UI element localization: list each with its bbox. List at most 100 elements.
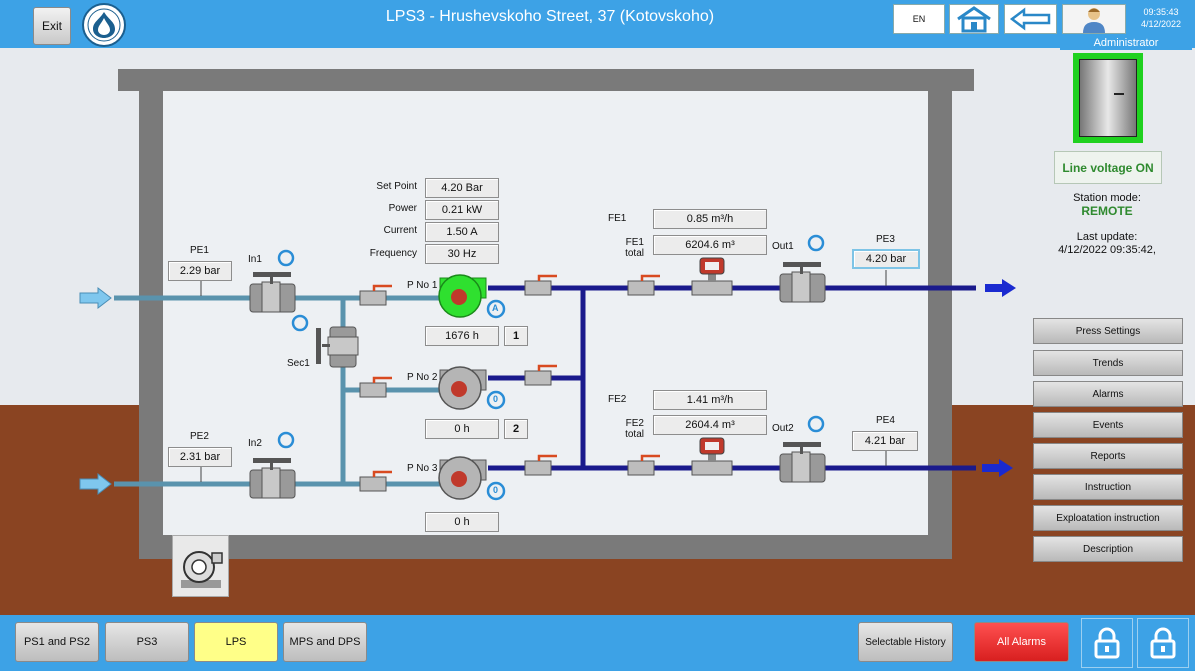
tab-lps[interactable]: LPS — [194, 622, 278, 662]
power-label: Power — [388, 203, 417, 214]
pe3-label: PE3 — [876, 234, 895, 245]
all-alarms-button[interactable]: All Alarms — [974, 622, 1069, 662]
door-icon — [1079, 59, 1137, 137]
pump-1-index: 1 — [504, 326, 528, 346]
top-bar: Exit LPS3 - Hrushevskoho Street, 37 (Kot… — [0, 0, 1195, 48]
clock-date: 4/12/2022 — [1140, 19, 1182, 29]
frequency-label: Frequency — [369, 248, 417, 259]
pe1-value: 2.29 bar — [168, 261, 232, 281]
power-value: 0.21 kW — [425, 200, 499, 220]
building-floor — [139, 535, 952, 559]
fe2-label: FE2 — [608, 394, 627, 405]
fe1-total-value: 6204.6 m³ — [653, 235, 767, 255]
trends-button[interactable]: Trends — [1033, 350, 1183, 376]
current-label: Current — [383, 225, 417, 236]
valve-in1-label[interactable]: In1 — [248, 254, 262, 265]
pump-1-mode: A — [492, 303, 499, 313]
valve-status-icon — [277, 431, 295, 449]
pump-2-mode: 0 — [493, 394, 499, 404]
line-voltage-status: Line voltage ON — [1054, 151, 1162, 184]
fe2-total-label: FE2 total — [625, 418, 644, 440]
station-mode-label: Station mode: — [1073, 192, 1141, 204]
page-title: LPS3 - Hrushevskoho Street, 37 (Kotovsko… — [385, 8, 715, 25]
clock: 09:35:43 4/12/2022 — [1130, 6, 1192, 30]
valve-out2-label[interactable]: Out2 — [772, 423, 794, 434]
instruction-button[interactable]: Instruction — [1033, 474, 1183, 500]
fe2-total-value: 2604.4 m³ — [653, 415, 767, 435]
outlet-arrow-icon — [982, 459, 1013, 477]
back-arrow-icon — [1009, 7, 1050, 31]
pump-3-label[interactable]: P No 3 — [407, 463, 438, 474]
fe1-total-label: FE1 total — [625, 237, 644, 259]
language-button[interactable]: EN — [893, 4, 945, 34]
fe2-value: 1.41 m³/h — [653, 390, 767, 410]
valve-in2-label[interactable]: In2 — [248, 438, 262, 449]
bottom-bar: PS1 and PS2 PS3 LPS MPS and DPS Selectab… — [0, 615, 1195, 671]
clock-time: 09:35:43 — [1143, 7, 1179, 17]
tab-mps-dps[interactable]: MPS and DPS — [283, 622, 367, 662]
pump-1 — [438, 274, 487, 318]
pump-mode-icon — [486, 299, 506, 319]
exploitation-instruction-button[interactable]: Exploatation instruction — [1033, 505, 1183, 531]
alarms-button[interactable]: Alarms — [1033, 381, 1183, 407]
gate-valve-in1 — [249, 272, 296, 313]
lock-icon — [1150, 627, 1176, 659]
valve-status-icon — [807, 415, 825, 433]
pe2-value: 2.31 bar — [168, 447, 232, 467]
ventilation-fan[interactable] — [172, 535, 229, 597]
set-point-value[interactable]: 4.20 Bar — [425, 178, 499, 198]
press-settings-button[interactable]: Press Settings — [1033, 318, 1183, 344]
flow-meter-fe2 — [691, 437, 733, 476]
user-button[interactable] — [1062, 4, 1126, 34]
gate-valve-in2 — [249, 458, 296, 499]
fe1-label: FE1 — [608, 213, 627, 224]
tab-ps1-ps2[interactable]: PS1 and PS2 — [15, 622, 99, 662]
pump-2-label[interactable]: P No 2 — [407, 372, 438, 383]
selectable-history-button[interactable]: Selectable History — [858, 622, 953, 662]
pump-2-index: 2 — [504, 419, 528, 439]
pump-1-hours: 1676 h — [425, 326, 499, 346]
pe1-label: PE1 — [190, 245, 209, 256]
flow-meter-fe1 — [691, 257, 733, 296]
description-button[interactable]: Description — [1033, 536, 1183, 562]
outlet-arrow-icon — [985, 279, 1016, 297]
valve-status-icon — [277, 249, 295, 267]
valve-out1-label[interactable]: Out1 — [772, 241, 794, 252]
lock-icon — [1094, 627, 1120, 659]
gate-valve-out2 — [779, 442, 826, 483]
valve-status-icon — [291, 314, 309, 332]
station-mode-value: REMOTE — [1081, 204, 1133, 218]
inlet-arrow-icon — [79, 286, 112, 310]
lock-button-2[interactable] — [1137, 618, 1189, 668]
events-button[interactable]: Events — [1033, 412, 1183, 438]
building-roof — [118, 69, 974, 91]
frequency-value: 30 Hz — [425, 244, 499, 264]
reports-button[interactable]: Reports — [1033, 443, 1183, 469]
back-button[interactable] — [1004, 4, 1057, 34]
valve-status-icon — [807, 234, 825, 252]
building-wall-right — [928, 91, 952, 559]
user-role-label: Administrator — [1060, 36, 1192, 50]
lock-button-1[interactable] — [1081, 618, 1133, 668]
pump-3-hours: 0 h — [425, 512, 499, 532]
pe4-label: PE4 — [876, 415, 895, 426]
fan-icon — [181, 551, 223, 588]
pump-3 — [438, 456, 487, 500]
home-button[interactable] — [949, 4, 999, 34]
pump-2-hours: 0 h — [425, 419, 499, 439]
pump-mode-icon — [486, 481, 506, 501]
company-logo — [79, 2, 129, 48]
pump-2 — [438, 366, 487, 410]
fe1-value: 0.85 m³/h — [653, 209, 767, 229]
tab-ps3[interactable]: PS3 — [105, 622, 189, 662]
building-wall-left — [139, 91, 163, 559]
gate-valve-out1 — [779, 262, 826, 303]
user-avatar-icon — [1083, 8, 1105, 33]
current-value: 1.50 A — [425, 222, 499, 242]
valve-sec1-label[interactable]: Sec1 — [287, 358, 310, 369]
gate-valve-sec1 — [316, 326, 359, 368]
pump-1-label[interactable]: P No 1 — [407, 280, 438, 291]
exit-button[interactable]: Exit — [33, 7, 71, 45]
pump-mode-icon — [486, 390, 506, 410]
